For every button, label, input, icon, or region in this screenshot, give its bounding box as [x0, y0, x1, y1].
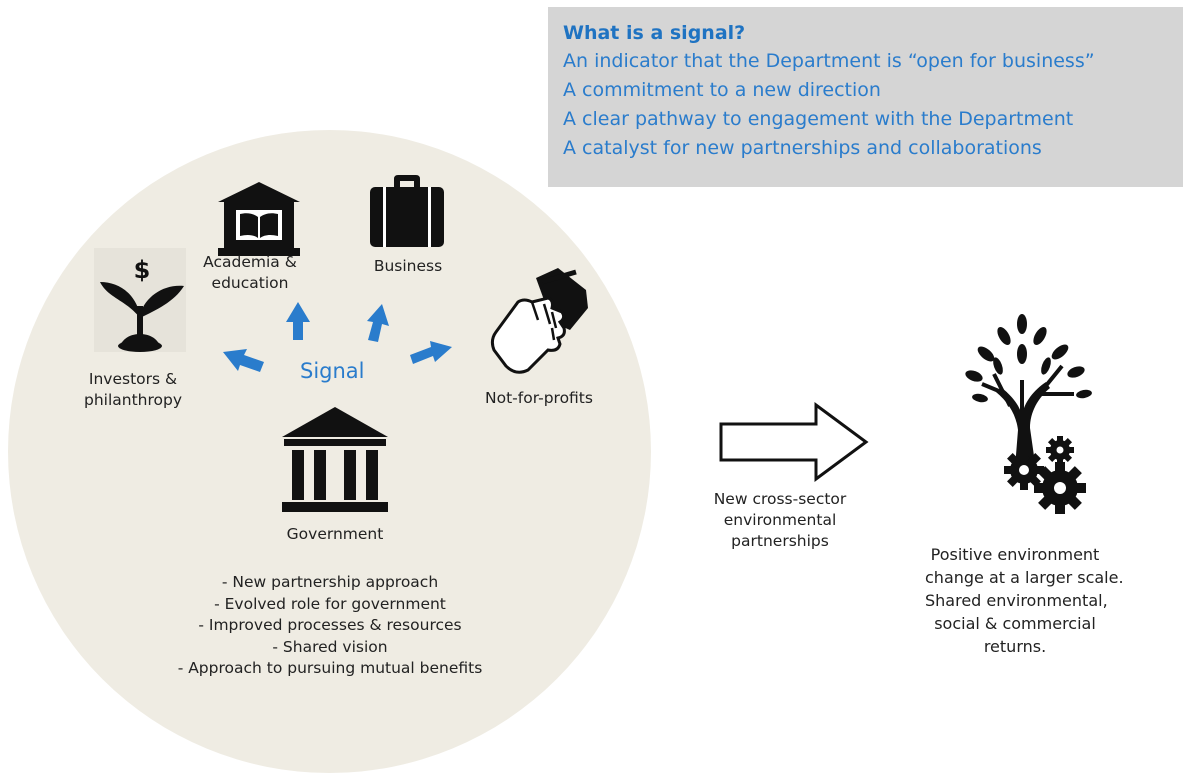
business-label: Business	[373, 257, 443, 275]
signal-definition-line: A clear pathway to engagement with the D…	[563, 108, 1074, 130]
outline-arrow-icon	[719, 402, 869, 482]
investors-icon: $	[94, 248, 186, 352]
academia-label-line: education	[211, 274, 289, 292]
outcome-label: Positive environment change at a larger …	[925, 543, 1124, 658]
tree-gears-icon	[964, 310, 1100, 516]
investors-label-line: Investors &	[88, 370, 178, 388]
government-point: - Approach to pursuing mutual benefits	[177, 659, 483, 677]
signal-question: What is a signal?	[563, 22, 746, 44]
government-point: - New partnership approach	[221, 573, 439, 591]
investors-label-line: philanthropy	[83, 391, 183, 409]
academia-label-line: Academia &	[203, 253, 297, 271]
partnerships-label: New cross-sector environmental partnersh…	[700, 489, 860, 552]
handshake-icon	[488, 268, 592, 380]
signal-definition-box: What is a signal? An indicator that the …	[548, 7, 1183, 187]
dollar-sign: $	[134, 256, 151, 284]
outcome-line: social & commercial	[934, 614, 1096, 633]
government-point: - Improved processes & resources	[198, 616, 462, 634]
nfp-label: Not-for-profits	[485, 389, 593, 407]
arrow-left-icon	[223, 349, 264, 372]
outcome-line: returns.	[983, 637, 1047, 656]
academia-label: Academia & education	[190, 252, 310, 294]
government-point: - Evolved role for government	[214, 594, 446, 613]
arrow-up-right-icon	[367, 304, 389, 342]
partnerships-label-line: New cross-sector	[713, 490, 847, 508]
briefcase-icon	[370, 175, 444, 247]
signal-definition-line: A commitment to a new direction	[563, 79, 881, 101]
government-point: - Shared vision	[272, 637, 388, 656]
government-building-icon	[280, 405, 390, 515]
investors-label: Investors & philanthropy	[68, 369, 198, 411]
outcome-line: Shared environmental,	[925, 591, 1108, 610]
arrow-right-icon	[410, 341, 452, 364]
partnerships-label-line: environmental	[723, 511, 837, 529]
partnerships-label-line: partnerships	[731, 532, 829, 550]
signal-definition-line: A catalyst for new partnerships and coll…	[563, 137, 1042, 159]
stakeholder-circle	[8, 130, 651, 773]
arrow-up-icon	[286, 302, 310, 340]
signal-definition-line: An indicator that the Department is “ope…	[563, 50, 1095, 72]
government-points: - New partnership approach - Evolved rol…	[150, 572, 510, 680]
signal-label: Signal	[300, 359, 365, 383]
outcome-line: Positive environment	[930, 545, 1100, 564]
government-label: Government	[286, 525, 384, 543]
outcome-line: change at a larger scale.	[925, 568, 1124, 587]
academia-icon	[218, 182, 300, 256]
signal-arrows	[223, 302, 452, 372]
